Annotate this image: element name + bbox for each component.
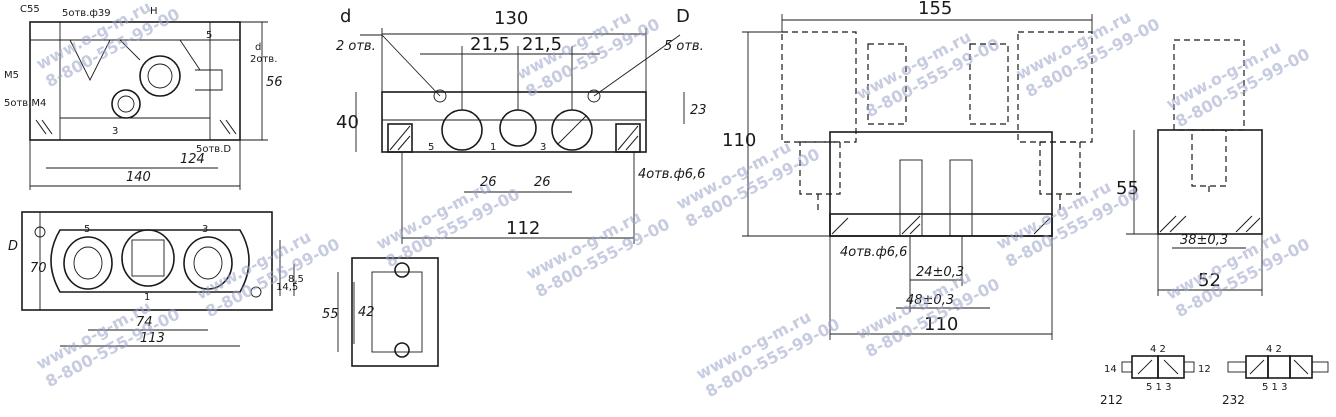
front-label-h: H — [150, 6, 158, 17]
front-callout-5: 5 — [206, 30, 212, 41]
side-dim-4holes: 4отв.ф6,6 — [840, 245, 907, 260]
end-dim-38: 38±0,3 — [1180, 233, 1228, 248]
side-view: 155 110 4отв.ф6,6 24±0,3 48±0,3 110 — [722, 0, 1093, 340]
end-dim-52: 52 — [1198, 270, 1221, 291]
section-label-2holes: 2 отв. — [336, 39, 376, 54]
bottom-port-3: 3 — [202, 224, 208, 235]
section-port-5: 5 — [428, 142, 434, 153]
mount-view: 55 42 — [322, 257, 439, 367]
front-view: C55 5отв.ф39 H M5 5отв.M4 d 2отв. 56 124… — [4, 4, 283, 190]
section-view: d 2 отв. D 5 отв. 130 21,5 21,5 40 23 26… — [336, 6, 707, 244]
bottom-dim-113: 113 — [140, 331, 165, 346]
bottom-section-mark: D — [8, 239, 18, 254]
section-label-5holes: 5 отв. — [664, 39, 704, 54]
front-label-2holes: 2отв. — [250, 54, 277, 65]
end-view: 55 38±0,3 52 — [1116, 39, 1263, 296]
bottom-dim-70: 70 — [30, 261, 47, 276]
valve-symbol-232: 4 2 5 1 3 232 — [1222, 344, 1329, 407]
front-dim-140: 140 — [126, 170, 151, 185]
section-dim-130: 130 — [494, 8, 528, 29]
section-dim-21-5-right: 21,5 — [522, 34, 562, 55]
symbol-212-left-port: 14 — [1104, 364, 1117, 375]
symbol-212-bottom-ports: 5 1 3 — [1146, 382, 1171, 393]
section-label-d: d — [340, 6, 351, 27]
mount-dim-55: 55 — [322, 307, 339, 322]
symbol-232-top-ports: 4 2 — [1266, 344, 1282, 355]
front-dim-124: 124 — [180, 152, 205, 167]
side-dim-110-height: 110 — [722, 130, 756, 151]
valve-symbol-212: 14 12 4 2 5 1 3 212 — [1100, 344, 1211, 407]
bottom-dim-74: 74 — [136, 315, 153, 330]
section-dim-4holes: 4отв.ф6,6 — [638, 167, 705, 182]
section-port-3: 3 — [540, 142, 546, 153]
symbol-232-bottom-ports: 5 1 3 — [1262, 382, 1287, 393]
front-label-m5: M5 — [4, 70, 19, 81]
section-dim-26-left: 26 — [480, 175, 497, 190]
symbol-212-label: 212 — [1100, 393, 1123, 407]
section-port-1: 1 — [490, 142, 496, 153]
bottom-dim-14-5: 14,5 — [276, 282, 298, 293]
front-label-5holes-d: 5отв.D — [196, 144, 231, 155]
end-dim-55: 55 — [1116, 178, 1139, 199]
symbol-212-right-port: 12 — [1198, 364, 1211, 375]
section-label-D: D — [676, 6, 690, 27]
bottom-port-1: 1 — [144, 292, 150, 303]
watermark: www.o-g-m.ru8-800-555-99-00 www.o-g-m.ru… — [33, 0, 1313, 401]
symbol-212-top-ports: 4 2 — [1150, 344, 1166, 355]
bottom-view: 5 3 1 74 113 70 14,5 8,5 D — [8, 211, 304, 347]
bottom-port-5: 5 — [84, 224, 90, 235]
mount-dim-42: 42 — [358, 305, 375, 320]
side-dim-155: 155 — [918, 0, 952, 19]
section-dim-40: 40 — [336, 112, 359, 133]
side-dim-24: 24±0,3 — [916, 265, 964, 280]
side-dim-48: 48±0,3 — [906, 293, 954, 308]
front-label-m4: 5отв.M4 — [4, 98, 46, 109]
front-label-d: d — [255, 42, 261, 53]
front-callout-3: 3 — [112, 126, 118, 137]
front-label-holes-top: 5отв.ф39 — [62, 8, 111, 19]
section-dim-23: 23 — [690, 103, 707, 118]
symbol-232-label: 232 — [1222, 393, 1245, 407]
side-dim-110-width: 110 — [924, 314, 958, 335]
front-label-c55: C55 — [20, 4, 40, 15]
front-dim-56: 56 — [266, 75, 283, 90]
section-dim-26-right: 26 — [534, 175, 551, 190]
section-dim-21-5-left: 21,5 — [470, 34, 510, 55]
section-dim-112: 112 — [506, 218, 540, 239]
bottom-dim-8-5: 8,5 — [288, 274, 304, 285]
